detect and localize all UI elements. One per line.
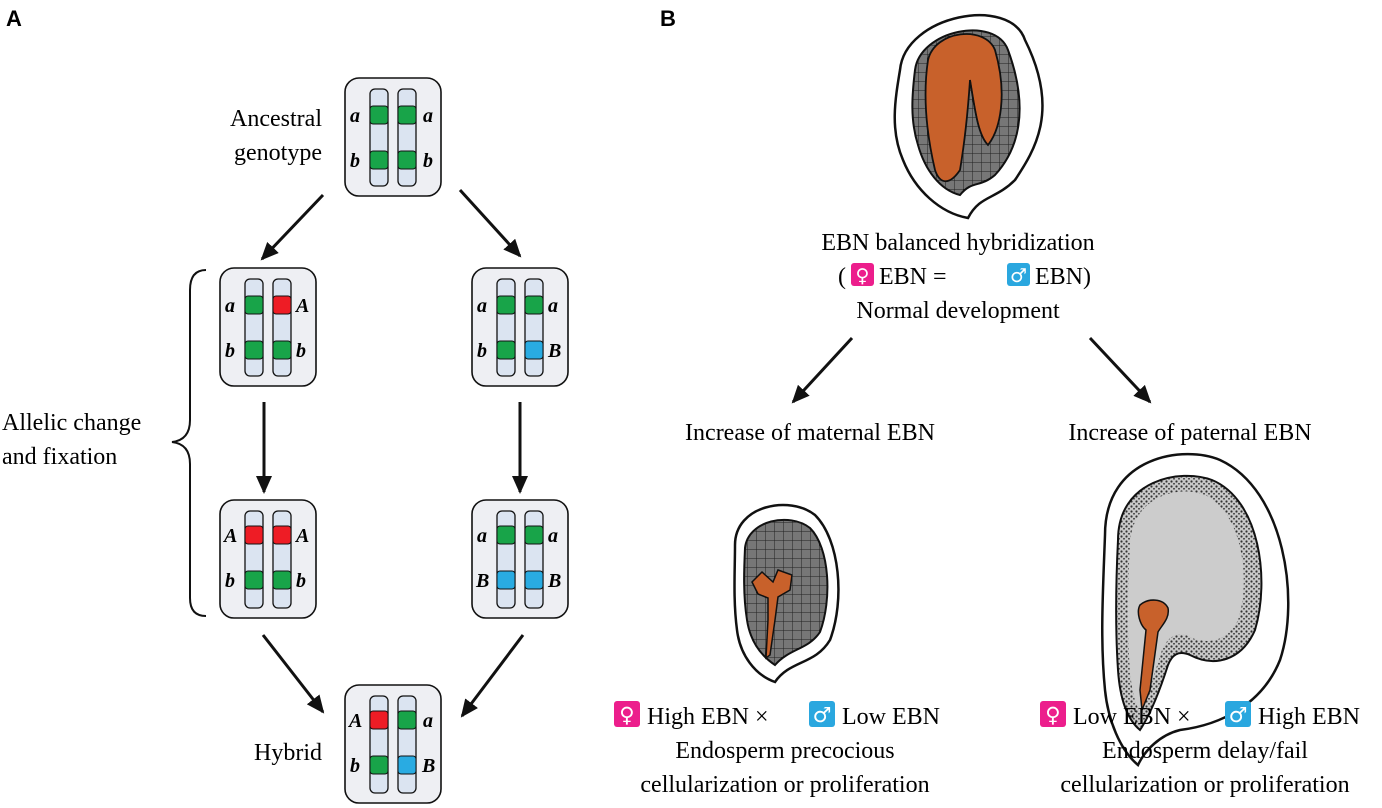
arrow-to-maternal bbox=[791, 336, 854, 404]
female-icon: ♀ bbox=[856, 265, 870, 287]
seed-maternal-excess bbox=[733, 503, 840, 684]
male-icon: ♂ bbox=[1010, 265, 1027, 287]
balanced-open-paren: ( bbox=[838, 264, 846, 290]
arrow-left-to-hybrid bbox=[261, 634, 325, 714]
paternal-increase-label: Increase of paternal EBN bbox=[1068, 420, 1311, 446]
locus-a-right bbox=[397, 105, 417, 125]
allele-label: a bbox=[350, 105, 360, 127]
allele-label: a bbox=[548, 525, 558, 547]
allele-label: B bbox=[421, 755, 435, 777]
allele-label: A bbox=[294, 525, 309, 547]
arrow-right-to-hybrid bbox=[460, 634, 525, 718]
hybrid-label: Hybrid bbox=[254, 740, 322, 766]
arrow-ancestral-to-left bbox=[260, 193, 325, 261]
allele-label: b bbox=[225, 340, 235, 362]
right-high-ebn: High EBN bbox=[1258, 704, 1360, 730]
male-symbol-box bbox=[809, 701, 835, 727]
allele-label: A bbox=[222, 525, 237, 547]
arrow-ancestral-to-right bbox=[458, 188, 522, 258]
locus-b-right bbox=[397, 150, 417, 170]
left-outcome-line2: cellularization or proliferation bbox=[640, 772, 929, 798]
chromosome-left bbox=[369, 88, 389, 187]
genotype-box-left-2: A A b b bbox=[219, 499, 317, 619]
panel-label-a: A bbox=[6, 6, 22, 31]
genotype-box-ancestral: a a b b bbox=[344, 77, 442, 197]
balanced-result: Normal development bbox=[856, 298, 1060, 324]
arrow-to-paternal bbox=[1088, 336, 1152, 404]
female-icon: ♀ bbox=[619, 703, 634, 727]
balanced-title: EBN balanced hybridization bbox=[821, 230, 1094, 256]
male-symbol-box bbox=[1225, 701, 1251, 727]
allele-label: B bbox=[547, 340, 561, 362]
panel-label-b: B bbox=[660, 6, 676, 31]
allelic-label-line1: Allelic change bbox=[2, 410, 141, 436]
balanced-ebn-close: EBN) bbox=[1035, 264, 1091, 290]
balanced-ebn-eq: EBN = bbox=[879, 264, 947, 290]
genotype-box-right-1: a a b B bbox=[471, 267, 569, 387]
female-symbol-box bbox=[614, 701, 640, 727]
chromosome-right bbox=[397, 88, 417, 187]
left-outcome-line1: Endosperm precocious bbox=[675, 738, 894, 764]
locus-a-left bbox=[369, 105, 389, 125]
allele-label: B bbox=[547, 570, 561, 592]
female-symbol-box bbox=[851, 263, 874, 286]
male-icon: ♂ bbox=[1229, 703, 1248, 727]
seed-balanced bbox=[893, 14, 1044, 220]
genotype-box-right-2: a a B B bbox=[471, 499, 569, 619]
male-icon: ♂ bbox=[813, 703, 832, 727]
allele-label: b bbox=[296, 570, 306, 592]
allele-label: a bbox=[477, 525, 487, 547]
balanced-equation: ( ♀ EBN = ♂ EBN) bbox=[838, 263, 1091, 290]
genotype-box-hybrid: A a b B bbox=[344, 684, 442, 804]
paternal-cross-line: ♀ Low EBN × ♂ High EBN bbox=[1040, 701, 1360, 730]
allele-label: a bbox=[477, 295, 487, 317]
allele-label: b bbox=[350, 755, 360, 777]
right-outcome-line2: cellularization or proliferation bbox=[1060, 772, 1349, 798]
brace bbox=[171, 269, 207, 617]
allele-label: b bbox=[296, 340, 306, 362]
female-symbol-box bbox=[1040, 701, 1066, 727]
ancestral-label-line1: Ancestral bbox=[230, 106, 322, 132]
allele-label: A bbox=[347, 710, 362, 732]
female-icon: ♀ bbox=[1045, 703, 1060, 727]
genotype-box-left-1: a A b b bbox=[219, 267, 317, 387]
ancestral-label-line2: genotype bbox=[234, 140, 322, 166]
allele-label: a bbox=[225, 295, 235, 317]
right-low-ebn: Low EBN × bbox=[1073, 704, 1191, 730]
allele-label: b bbox=[477, 340, 487, 362]
allele-label: b bbox=[423, 150, 433, 172]
seed-paternal-excess bbox=[1101, 452, 1290, 767]
allele-label: A bbox=[294, 295, 309, 317]
locus-b-left bbox=[369, 150, 389, 170]
allele-label: b bbox=[225, 570, 235, 592]
left-high-ebn: High EBN × bbox=[647, 704, 769, 730]
allele-label: b bbox=[350, 150, 360, 172]
male-symbol-box bbox=[1007, 263, 1030, 286]
allele-label: a bbox=[423, 105, 433, 127]
allelic-label-line2: and fixation bbox=[2, 444, 117, 470]
maternal-cross-line: ♀ High EBN × ♂ Low EBN bbox=[614, 701, 940, 730]
right-outcome-line1: Endosperm delay/fail bbox=[1102, 738, 1308, 764]
embryo-paternal bbox=[1137, 599, 1170, 711]
embryo-maternal bbox=[751, 569, 793, 660]
allele-label: B bbox=[475, 570, 489, 592]
allele-label: a bbox=[548, 295, 558, 317]
allele-label: a bbox=[423, 710, 433, 732]
maternal-increase-label: Increase of maternal EBN bbox=[685, 420, 935, 446]
left-low-ebn: Low EBN bbox=[842, 704, 940, 730]
